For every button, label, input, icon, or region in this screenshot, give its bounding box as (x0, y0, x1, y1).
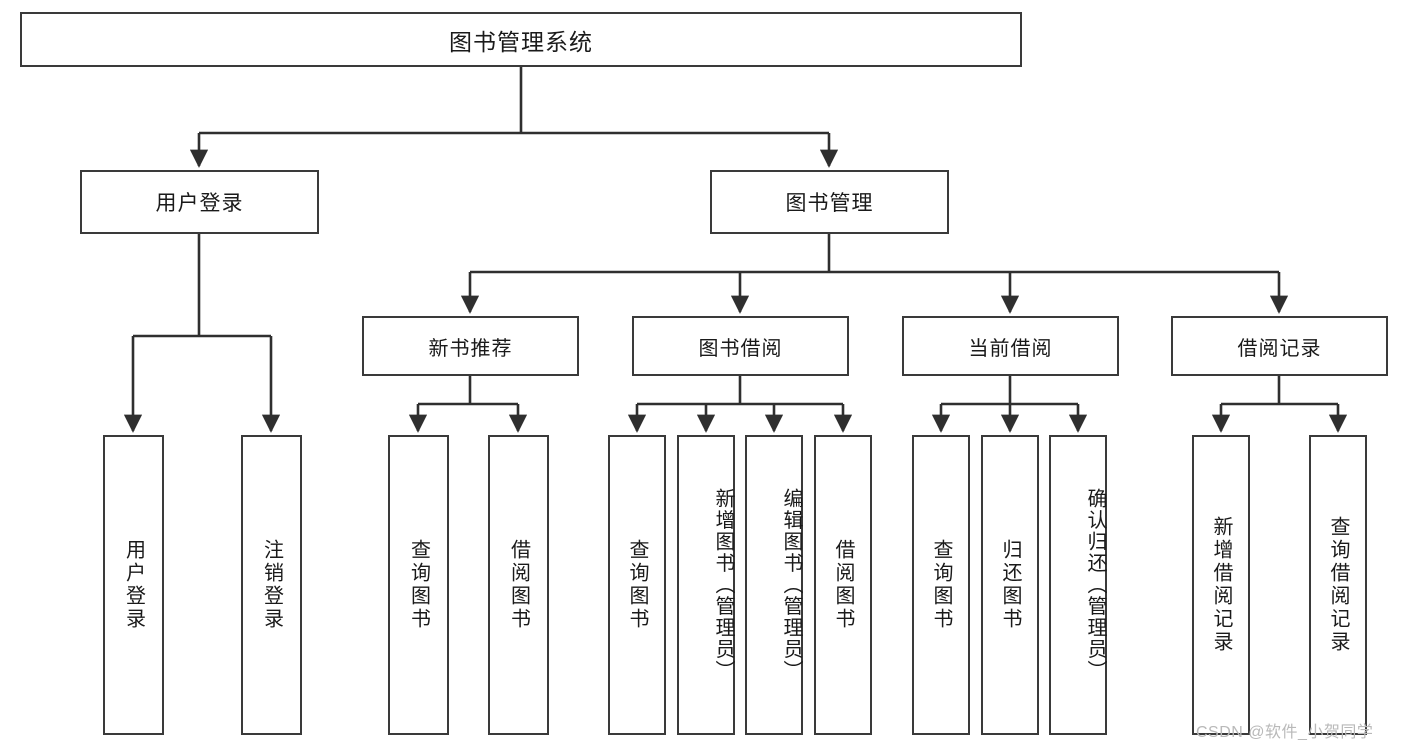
leaf-borrow-record-add-record[interactable]: 新增借阅记录 (1192, 435, 1250, 735)
leaf-borrow-record-query-record[interactable]: 查询借阅记录 (1309, 435, 1367, 735)
node-new-book-recommend[interactable]: 新书推荐 (362, 316, 579, 376)
leaf-label: 确认归还（管理员） (1084, 488, 1106, 682)
node-borrow-record-label: 借阅记录 (1237, 337, 1322, 360)
leaf-book-borrow-query-book[interactable]: 查询图书 (608, 435, 666, 735)
node-current-borrow-label: 当前借阅 (968, 337, 1053, 360)
leaf-book-borrow-add-book-admin[interactable]: 新增图书（管理员） (677, 435, 735, 735)
leaf-new-book-query-book[interactable]: 查询图书 (388, 435, 449, 735)
leaf-label: 查询图书 (626, 539, 648, 631)
node-root-book-management-system[interactable]: 图书管理系统 (20, 12, 1022, 67)
leaf-label: 借阅图书 (832, 539, 854, 631)
leaf-label: 新增图书（管理员） (712, 488, 734, 682)
watermark-text: CSDN @软件_小贺同学 (1196, 724, 1374, 741)
leaf-label: 编辑图书（管理员） (780, 488, 802, 682)
leaf-book-borrow-borrow-book[interactable]: 借阅图书 (814, 435, 872, 735)
leaf-current-borrow-query-book[interactable]: 查询图书 (912, 435, 970, 735)
node-new-book-recommend-label: 新书推荐 (428, 337, 513, 360)
node-current-borrow[interactable]: 当前借阅 (902, 316, 1119, 376)
node-book-borrow[interactable]: 图书借阅 (632, 316, 849, 376)
node-root-label: 图书管理系统 (449, 28, 593, 55)
leaf-current-borrow-confirm-return-admin[interactable]: 确认归还（管理员） (1049, 435, 1107, 735)
node-book-management[interactable]: 图书管理 (710, 170, 949, 234)
leaf-label: 新增借阅记录 (1210, 516, 1232, 654)
leaf-label: 注销登录 (260, 539, 283, 631)
leaf-label: 借阅图书 (507, 539, 530, 631)
leaf-label: 用户登录 (122, 539, 145, 631)
leaf-user-login-logout[interactable]: 注销登录 (241, 435, 302, 735)
leaf-label: 归还图书 (999, 539, 1021, 631)
leaf-book-borrow-edit-book-admin[interactable]: 编辑图书（管理员） (745, 435, 803, 735)
leaf-label: 查询图书 (407, 539, 430, 631)
leaf-label: 查询借阅记录 (1327, 516, 1349, 654)
node-user-login-label: 用户登录 (155, 192, 244, 215)
leaf-label: 查询图书 (930, 539, 952, 631)
leaf-new-book-borrow-book[interactable]: 借阅图书 (488, 435, 549, 735)
node-user-login[interactable]: 用户登录 (80, 170, 319, 234)
node-book-borrow-label: 图书借阅 (698, 337, 783, 360)
leaf-current-borrow-return-book[interactable]: 归还图书 (981, 435, 1039, 735)
leaf-user-login-login[interactable]: 用户登录 (103, 435, 164, 735)
node-borrow-record[interactable]: 借阅记录 (1171, 316, 1388, 376)
node-book-management-label: 图书管理 (785, 192, 874, 215)
